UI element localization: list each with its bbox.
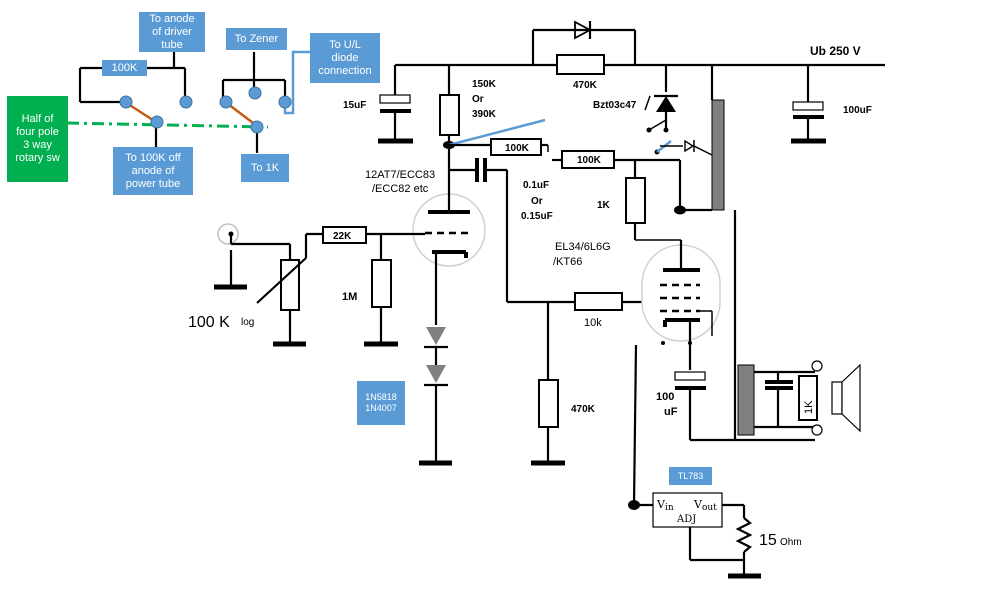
- cathode-cap-label-2: uF: [664, 406, 678, 418]
- resistor-470k-grid: [538, 379, 559, 428]
- resistor-1k-label: 1K: [597, 200, 611, 211]
- driver-tube-label-1: 12AT7/ECC83: [365, 169, 435, 181]
- note-regulator: TL783: [669, 467, 712, 485]
- capacitor-100uf: [791, 65, 826, 144]
- resistor-1k: [625, 177, 646, 224]
- power-tube: [641, 240, 721, 370]
- note-rotary-switch: Half of four pole 3 way rotary sw: [7, 96, 68, 182]
- speaker-output: [754, 360, 861, 436]
- regulator-body: [652, 492, 723, 528]
- output-transformer: [680, 65, 755, 440]
- resistor-15ohm-value: 15: [759, 532, 777, 549]
- supply-voltage-label: Ub 250 V: [810, 44, 861, 58]
- resistor-470k-top-label: 470K: [573, 80, 598, 91]
- resistor-100k-b: [561, 150, 615, 169]
- note-resistor-100k: 100K: [102, 60, 147, 76]
- resistor-22k-label: 22K: [333, 231, 352, 242]
- driver-tube-label-2: /ECC82 etc: [372, 183, 429, 195]
- coupling-cap-label-2: 0.15uF: [521, 211, 553, 222]
- resistor-plate-driver: [439, 94, 460, 136]
- cathode-capacitor: [661, 341, 815, 442]
- resistor-1m: [371, 259, 392, 308]
- capacitor-15uf: [378, 94, 413, 144]
- resistor-10k-label: 10k: [584, 317, 602, 329]
- reg-vin-label: Vin: [656, 498, 674, 513]
- top-supply-rail: [393, 28, 885, 95]
- feedback-diode: [574, 20, 592, 40]
- power-anode-node: [674, 205, 686, 215]
- coupling-capacitor: [447, 149, 509, 302]
- capacitor-15uf-label: 15uF: [343, 100, 366, 111]
- note-anode-power: To 100K off anode of power tube: [113, 147, 193, 195]
- cathode-cap-label-1: 100: [656, 391, 674, 403]
- reg-adj-label: ADJ: [676, 514, 696, 525]
- note-ul-diode: To U/L diode connection: [310, 33, 380, 83]
- note-anode-driver: To anode of driver tube: [139, 12, 205, 52]
- zener-label: Bzt03c47: [593, 100, 637, 111]
- note-to-zener: To Zener: [226, 28, 287, 50]
- feedback-branch: [552, 158, 682, 241]
- capacitor-100uf-label: 100uF: [843, 105, 872, 116]
- switch-contact: [179, 95, 193, 109]
- reg-vout-label: Vout: [693, 498, 717, 513]
- resistor-10k: [574, 292, 623, 311]
- resistor-or-label: Or: [472, 94, 484, 105]
- resistor-1m-label: 1M: [342, 291, 357, 303]
- switch-contact: [219, 95, 233, 109]
- power-tube-label-2: /KT66: [553, 256, 582, 268]
- resistor-470k-top: [556, 54, 605, 75]
- power-tube-label-1: EL34/6L6G: [555, 241, 611, 253]
- resistor-100k-a-label: 100K: [505, 143, 530, 154]
- resistor-15ohm-unit: Ohm: [780, 537, 802, 548]
- note-diodes: 1N5818 1N4007: [357, 381, 405, 425]
- resistor-100k-a: [490, 138, 542, 156]
- pot-taper-label: log: [241, 317, 254, 328]
- cathode-diodes: [419, 327, 452, 466]
- resistor-100k-b-label: 100K: [577, 155, 602, 166]
- switch-contact: [278, 95, 292, 109]
- switch-contact: [248, 86, 262, 100]
- pot-value-label: 100 K: [188, 314, 230, 331]
- resistor-470k-grid-label: 470K: [571, 404, 596, 415]
- speaker-resistor-label: 1K: [803, 400, 815, 414]
- switch-wiper: [150, 115, 164, 129]
- coupling-cap-label-1: 0.1uF: [523, 180, 549, 191]
- input-jack: [214, 223, 292, 290]
- driver-tube: [412, 170, 486, 325]
- note-to-1k: To 1K: [241, 154, 289, 182]
- resistor-390k-label: 390K: [472, 109, 497, 120]
- zener-diode: [644, 65, 678, 130]
- switch-contact: [119, 95, 133, 109]
- regulator-input-node: [628, 500, 640, 510]
- switch-wiper: [250, 120, 264, 134]
- coupling-cap-or: Or: [531, 196, 543, 207]
- regulator-wiring: [632, 344, 761, 579]
- resistor-150k-label: 150K: [472, 79, 497, 90]
